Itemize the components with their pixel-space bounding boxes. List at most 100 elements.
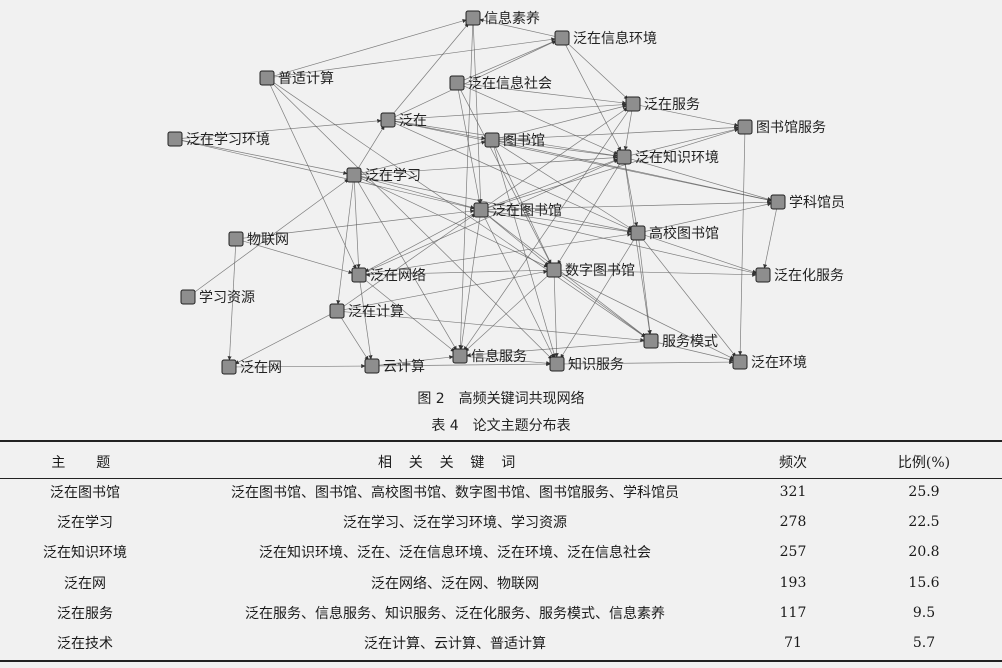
row-topic: 泛在知识环境 bbox=[43, 545, 127, 562]
edge-fzjs-yjs bbox=[340, 316, 369, 361]
node-wlw: 物联网 bbox=[228, 231, 289, 248]
edge-fzxx-fz bbox=[357, 125, 385, 170]
row-keywords: 泛在学习、泛在学习环境、学习资源 bbox=[343, 515, 567, 532]
node-square bbox=[643, 333, 659, 349]
edge-fzxxhj2-fzxx bbox=[181, 140, 348, 175]
node-label: 泛在计算 bbox=[348, 304, 404, 320]
node-square bbox=[546, 262, 562, 278]
table-row: 泛在学习 泛在学习、泛在学习环境、学习资源 278 22.5 bbox=[0, 507, 1002, 537]
row-keywords: 泛在计算、云计算、普适计算 bbox=[364, 636, 546, 653]
node-label: 泛在化服务 bbox=[774, 268, 844, 284]
edge-fzjs-fzw bbox=[234, 313, 331, 365]
edge-fztsg-fzfw bbox=[486, 107, 628, 207]
node-label: 泛在网络 bbox=[370, 268, 426, 284]
edge-fzjs-fwms bbox=[343, 311, 645, 343]
edge-tsg-fzfw bbox=[498, 104, 627, 139]
node-sztsg: 数字图书馆 bbox=[546, 262, 635, 279]
edge-fztsg-gxtsg bbox=[487, 210, 632, 234]
node-label: 泛在信息环境 bbox=[573, 30, 657, 47]
edge-ptjs-zsfw bbox=[271, 82, 553, 360]
node-square bbox=[167, 131, 183, 147]
node-square bbox=[473, 202, 489, 218]
node-label: 普适计算 bbox=[278, 71, 334, 87]
edge-fzxxhj2-fztsg bbox=[181, 140, 475, 210]
edge-fztsg-sztsg bbox=[486, 214, 549, 266]
edge-tsg-xkgy bbox=[498, 141, 772, 202]
row-keywords: 泛在服务、信息服务、知识服务、泛在化服务、服务模式、信息素养 bbox=[245, 605, 665, 622]
node-fzxxhj: 泛在信息环境 bbox=[554, 30, 657, 47]
edge-fzzshj-sztsg bbox=[557, 162, 621, 265]
node-fzxx: 泛在学习 bbox=[346, 167, 421, 184]
header-ratio: 比例(%) bbox=[897, 455, 951, 471]
node-label: 泛在网 bbox=[240, 360, 282, 376]
row-ratio: 22.5 bbox=[908, 514, 940, 531]
edge-fz-tsg bbox=[394, 120, 486, 141]
node-square bbox=[616, 149, 632, 165]
node-label: 数字图书馆 bbox=[565, 263, 635, 279]
node-square bbox=[732, 354, 748, 370]
node-square bbox=[737, 119, 753, 135]
edge-ptjs-fzxxhj bbox=[273, 37, 556, 78]
node-square bbox=[630, 225, 646, 241]
edge-sztsg-fzwl bbox=[365, 269, 548, 277]
row-topic: 泛在技术 bbox=[57, 636, 113, 653]
node-label: 信息服务 bbox=[471, 348, 527, 365]
node-fzjs: 泛在计算 bbox=[329, 303, 404, 320]
row-keywords: 泛在图书馆、图书馆、高校图书馆、数字图书馆、图书馆服务、学科馆员 bbox=[231, 485, 679, 502]
edge-fz-fzfw bbox=[394, 102, 627, 120]
node-fzzshj: 泛在知识环境 bbox=[616, 149, 719, 166]
edge-fztsg-fwms bbox=[486, 213, 646, 338]
edge-gxtsg-xkgy bbox=[644, 202, 772, 232]
edge-xxfw-zsfw bbox=[466, 356, 551, 366]
row-frequency: 257 bbox=[779, 544, 807, 561]
node-label: 图书馆服务 bbox=[756, 120, 826, 136]
node-gxtsg: 高校图书馆 bbox=[630, 225, 719, 242]
header-keywords: 相关关键词 bbox=[378, 455, 532, 471]
node-square bbox=[329, 303, 345, 319]
edge-tsg-fzzshj bbox=[498, 140, 618, 158]
node-fzfw: 泛在服务 bbox=[625, 96, 700, 113]
edge-fzzshj-fwms bbox=[624, 163, 652, 335]
edge-sztsg-zsfw bbox=[553, 276, 559, 358]
edge-fzw-yjs bbox=[235, 363, 366, 369]
edge-fz-fzxxhj bbox=[394, 40, 557, 118]
node-label: 知识服务 bbox=[568, 356, 624, 373]
header-topic: 主题 bbox=[51, 455, 141, 471]
edge-yjs-zsfw bbox=[378, 362, 551, 367]
row-frequency: 193 bbox=[779, 574, 807, 591]
cooccurrence-network: 信息素养泛在信息环境普适计算泛在信息社会泛在服务泛在泛在学习环境图书馆服务图书馆… bbox=[167, 10, 845, 376]
row-topic: 泛在网 bbox=[64, 575, 106, 592]
row-keywords: 泛在网络、泛在网、物联网 bbox=[371, 575, 539, 592]
edge-fztsg-fzwl bbox=[364, 212, 475, 273]
edge-fzwl-xxfw bbox=[364, 279, 455, 352]
row-ratio: 25.9 bbox=[908, 484, 940, 501]
node-label: 泛在 bbox=[399, 113, 427, 129]
edge-xxsy-xxfw bbox=[458, 24, 474, 350]
edge-fzxxsh-fzxxhj bbox=[463, 40, 556, 81]
figure-caption: 图 2 高频关键词共现网络 bbox=[417, 391, 585, 407]
row-ratio: 5.7 bbox=[912, 635, 936, 652]
node-fzhfw: 泛在化服务 bbox=[755, 267, 844, 284]
node-fwms: 服务模式 bbox=[643, 333, 718, 350]
edge-fzxx-xxfw bbox=[357, 180, 457, 351]
node-label: 物联网 bbox=[247, 232, 289, 248]
edge-fzfw-fzzshj bbox=[623, 110, 633, 151]
node-square bbox=[549, 356, 565, 372]
node-square bbox=[484, 132, 500, 148]
edge-wlw-fzw bbox=[227, 245, 236, 361]
row-frequency: 278 bbox=[779, 514, 807, 531]
edge-sztsg-fwms bbox=[559, 273, 646, 338]
node-label: 云计算 bbox=[383, 359, 425, 375]
edge-fz-gxtsg bbox=[394, 122, 633, 231]
edge-xkgy-fzhfw bbox=[763, 208, 777, 269]
edge-fzjs-fztsg bbox=[342, 213, 476, 308]
table-header-row: 主题 相关关键词 频次 比例(%) bbox=[0, 449, 1002, 475]
node-label: 学科馆员 bbox=[789, 195, 845, 211]
node-label: 信息素养 bbox=[484, 10, 540, 27]
edge-fzxxsh-fztsg bbox=[457, 89, 482, 204]
edge-fwms-xxfw bbox=[466, 341, 645, 358]
network-edges bbox=[181, 18, 777, 369]
edge-fz-xkgy bbox=[394, 121, 772, 202]
edge-xxzy-fzxx bbox=[193, 178, 349, 294]
edge-fztsg-xxfw bbox=[459, 216, 481, 350]
